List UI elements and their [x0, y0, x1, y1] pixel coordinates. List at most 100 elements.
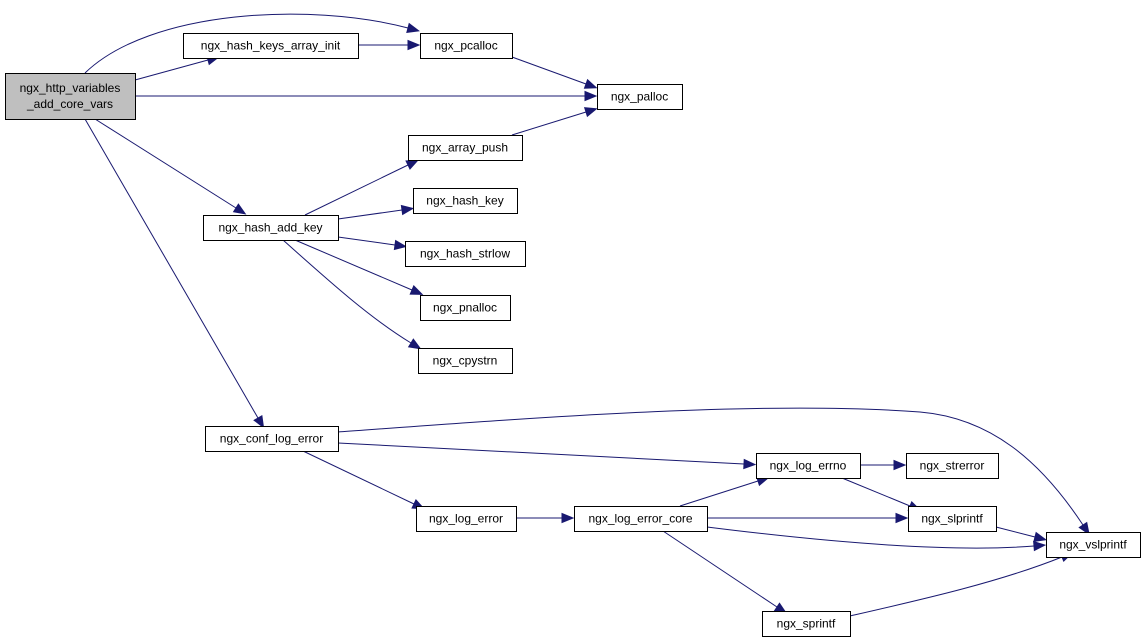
- node-box: [906, 453, 999, 479]
- node-label: ngx_log_errno: [770, 459, 847, 473]
- arrow-head: [561, 512, 575, 524]
- edge-line: [84, 118, 259, 419]
- edge-log_errno-to-strerror: [860, 459, 907, 471]
- node-log-error[interactable]: ngx_log_error: [416, 506, 517, 532]
- edge-line: [282, 239, 412, 344]
- arrow-head: [583, 107, 598, 118]
- edge-root-to-pcalloc: [84, 13, 420, 74]
- arrow-head: [405, 159, 420, 170]
- node-pcalloc[interactable]: ngx_pcalloc: [420, 33, 513, 59]
- node-box: [418, 348, 513, 374]
- node-sprintf[interactable]: ngx_sprintf: [762, 611, 851, 637]
- node-palloc[interactable]: ngx_palloc: [597, 84, 683, 110]
- edge-line: [337, 442, 745, 465]
- node-box: [420, 33, 513, 59]
- arrow-head: [1033, 531, 1047, 542]
- edge-log_error_core-to-slprintf: [707, 512, 909, 524]
- node-label: ngx_strerror: [920, 459, 985, 473]
- edge-log_error_core-to-vslprintf: [706, 526, 1047, 552]
- node-conf-log-error[interactable]: ngx_conf_log_error: [205, 426, 339, 452]
- arrow-head: [232, 203, 247, 215]
- node-pnalloc[interactable]: ngx_pnalloc: [420, 295, 511, 321]
- node-box: [756, 453, 861, 479]
- edge-line: [337, 209, 403, 220]
- edge-root-to-palloc: [135, 90, 598, 102]
- node-box: [405, 241, 526, 267]
- edge-slprintf-to-vslprintf: [995, 526, 1047, 542]
- edge-hash_add_key-to-pnalloc: [294, 239, 424, 295]
- node-label: ngx_hash_keys_array_init: [201, 39, 341, 53]
- node-label: ngx_log_error_core: [588, 512, 692, 526]
- edge-line: [337, 236, 396, 246]
- node-hash-strlow[interactable]: ngx_hash_strlow: [405, 241, 526, 267]
- edge-conf_log_error-to-log_errno: [337, 442, 757, 470]
- edge-hash_add_key-to-cpystrn: [282, 239, 422, 350]
- arrow-head: [584, 90, 598, 102]
- function-nodes: ngx_http_variables_add_core_vars ngx_hash…: [5, 33, 1141, 637]
- arrow-head: [406, 22, 420, 33]
- arrow-head: [407, 338, 422, 350]
- arrow-head: [1078, 521, 1090, 536]
- node-array-push[interactable]: ngx_array_push: [408, 135, 523, 161]
- edge-pcalloc-to-palloc: [511, 56, 598, 89]
- arrow-head: [743, 458, 757, 470]
- edge-line: [94, 118, 237, 209]
- node-cpystrn[interactable]: ngx_cpystrn: [418, 348, 513, 374]
- arrow-head: [409, 284, 424, 295]
- node-strerror[interactable]: ngx_strerror: [906, 453, 999, 479]
- arrow-head: [895, 512, 909, 524]
- node-log-errno[interactable]: ngx_log_errno: [756, 453, 861, 479]
- node-box: [203, 215, 339, 241]
- node-label: ngx_slprintf: [921, 512, 983, 526]
- node-box: [5, 73, 136, 120]
- edge-line: [84, 13, 409, 74]
- edge-hash_add_key-to-hash_key: [337, 204, 415, 220]
- edge-line: [662, 530, 778, 608]
- node-box: [1046, 532, 1141, 558]
- node-label: ngx_vslprintf: [1059, 538, 1127, 552]
- edge-conf_log_error-to-vslprintf: [337, 407, 1090, 536]
- edge-log_errno-to-slprintf: [841, 477, 922, 511]
- node-slprintf[interactable]: ngx_slprintf: [908, 506, 997, 532]
- edge-root-to-hash_add_key: [94, 118, 247, 215]
- node-hash-key[interactable]: ngx_hash_key: [413, 188, 518, 214]
- node-vslprintf[interactable]: ngx_vslprintf: [1046, 532, 1141, 558]
- node-label: ngx_http_variables: [20, 81, 121, 95]
- node-label: ngx_log_error: [429, 512, 503, 526]
- arrow-head: [253, 414, 265, 429]
- node-box: [597, 84, 683, 110]
- edge-hash_keys_array_init-to-pcalloc: [358, 39, 421, 51]
- node-label: ngx_pcalloc: [434, 39, 497, 53]
- edge-log_error_core-to-log_errno: [679, 476, 770, 507]
- edge-root-to-conf_log_error: [84, 118, 265, 429]
- edge-line: [679, 480, 759, 507]
- node-label: ngx_palloc: [611, 90, 668, 104]
- edge-hash_add_key-to-array_push: [304, 159, 420, 216]
- edge-log_error-to-log_error_core: [516, 512, 575, 524]
- node-label: ngx_hash_strlow: [420, 247, 510, 261]
- call-edges: [84, 13, 1090, 617]
- edge-sprintf-to-vslprintf: [849, 552, 1074, 617]
- node-hash-add-key[interactable]: ngx_hash_add_key: [203, 215, 339, 241]
- edge-line: [337, 407, 1084, 526]
- node-log-error-core[interactable]: ngx_log_error_core: [574, 506, 708, 532]
- edge-hash_add_key-to-hash_strlow: [337, 236, 408, 251]
- edge-line: [995, 526, 1036, 538]
- node-root[interactable]: ngx_http_variables_add_core_vars: [5, 73, 136, 120]
- node-box: [183, 33, 359, 59]
- node-label: ngx_hash_key: [426, 194, 503, 208]
- node-hash-keys-array-init[interactable]: ngx_hash_keys_array_init: [183, 33, 359, 59]
- edge-line: [294, 239, 413, 291]
- edge-root-to-hash_keys_array_init: [134, 55, 220, 81]
- node-box: [420, 295, 511, 321]
- node-label: ngx_conf_log_error: [220, 432, 323, 446]
- node-label: ngx_cpystrn: [433, 354, 498, 368]
- node-box: [574, 506, 708, 532]
- node-label: ngx_pnalloc: [433, 301, 497, 315]
- node-box: [205, 426, 339, 452]
- arrow-head: [400, 204, 415, 216]
- arrow-head: [1033, 540, 1047, 552]
- arrow-head: [407, 39, 421, 51]
- arrow-head: [583, 78, 598, 89]
- edge-line: [511, 56, 587, 85]
